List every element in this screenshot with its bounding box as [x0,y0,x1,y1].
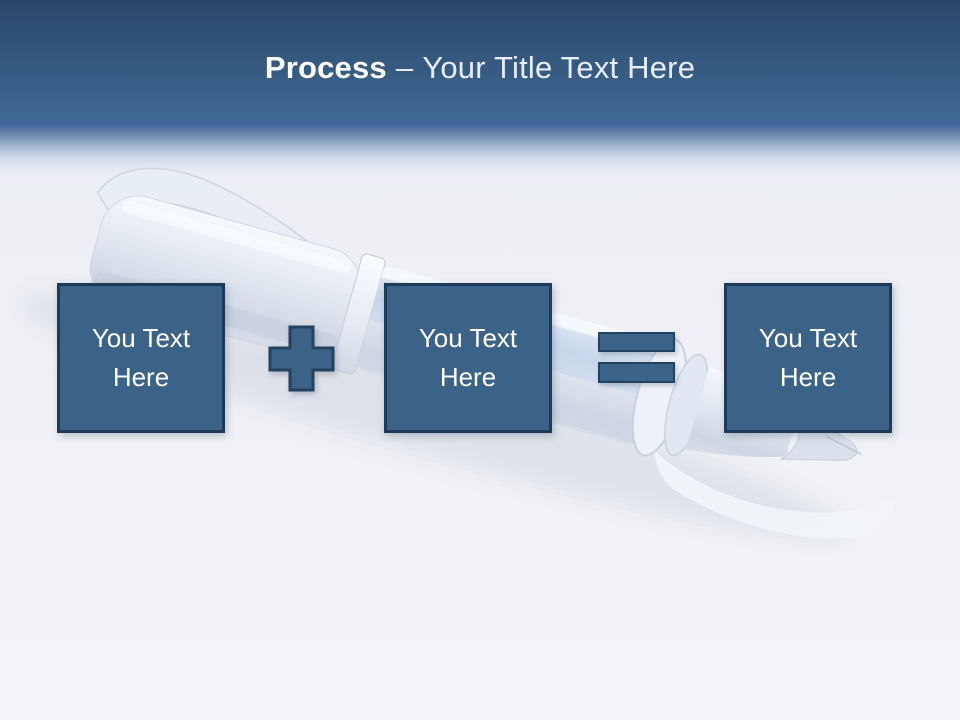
box-label: You Text Here [758,323,858,392]
equals-operator-top-bar-icon[interactable] [598,332,675,352]
slide-title[interactable]: Process–Your Title Text Here [0,50,960,86]
title-emphasis: Process [264,50,387,85]
title-rest: Your Title Text Here [422,50,696,85]
header-gradient-band [0,0,960,178]
box-label: You Text Here [91,323,191,392]
plus-operator-icon[interactable] [268,325,335,392]
text-placeholder-box-2[interactable]: You Text Here [384,283,552,433]
text-placeholder-box-3[interactable]: You Text Here [724,283,892,433]
text-placeholder-box-1[interactable]: You Text Here [57,283,225,433]
box-label: You Text Here [418,323,518,392]
title-dash: – [395,50,414,85]
equals-operator-bottom-bar-icon[interactable] [598,362,675,383]
